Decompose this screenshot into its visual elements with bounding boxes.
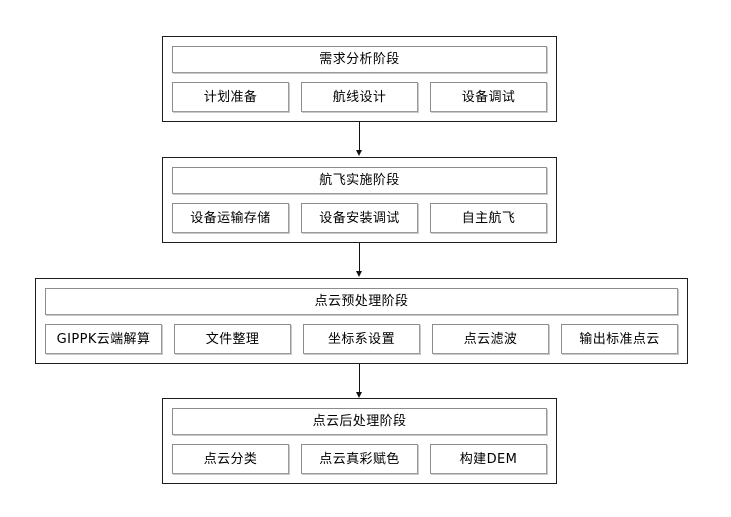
stage-item-label: 构建DEM [459, 451, 518, 467]
connector-stage3-stage4 [354, 364, 366, 398]
stage-item-file-organization[interactable]: 文件整理 [174, 324, 291, 354]
stage-item-coordinate-system-setup[interactable]: 坐标系设置 [303, 324, 420, 354]
stage-container-flight-execution[interactable]: 航飞实施阶段 设备运输存储 设备安装调试 自主航飞 [162, 157, 557, 243]
stage-item-label: 设备运输存储 [190, 210, 271, 226]
connector-stage2-stage3 [354, 243, 366, 277]
stage-header-label: 点云预处理阶段 [314, 294, 409, 309]
stage-item-route-design[interactable]: 航线设计 [301, 82, 418, 112]
stage-item-pointcloud-filtering[interactable]: 点云滤波 [432, 324, 549, 354]
stage-item-equipment-transport-storage[interactable]: 设备运输存储 [172, 203, 289, 233]
stage-header-label: 点云后处理阶段 [312, 414, 407, 429]
connector-arrowhead-icon [356, 392, 362, 398]
stage-item-label: 点云滤波 [463, 331, 518, 347]
stage-item-equipment-debugging[interactable]: 设备调试 [430, 82, 547, 112]
stage-item-label: 点云分类 [203, 451, 258, 467]
stage-item-label: 设备安装调试 [319, 210, 400, 226]
stage-header-flight-execution[interactable]: 航飞实施阶段 [172, 167, 547, 194]
connector-shaft [359, 243, 360, 271]
stage-item-row-pointcloud-postprocessing: 点云分类 点云真彩赋色 构建DEM [172, 444, 547, 474]
stage-item-output-standard-pointcloud[interactable]: 输出标准点云 [561, 324, 678, 354]
stage-item-label: GIPPK云端解算 [56, 331, 151, 347]
connector-shaft [359, 364, 360, 392]
connector-arrowhead-icon [356, 150, 362, 156]
stage-header-label: 需求分析阶段 [319, 52, 400, 67]
stage-item-label: 自主航飞 [461, 210, 516, 226]
stage-header-requirements[interactable]: 需求分析阶段 [172, 46, 547, 73]
stage-item-row-requirements: 计划准备 航线设计 设备调试 [172, 82, 547, 112]
stage-item-label: 点云真彩赋色 [319, 451, 400, 467]
stage-header-pointcloud-postprocessing[interactable]: 点云后处理阶段 [172, 408, 547, 435]
stage-header-label: 航飞实施阶段 [319, 173, 400, 188]
stage-item-label: 航线设计 [332, 89, 387, 105]
stage-item-build-dem[interactable]: 构建DEM [430, 444, 547, 474]
stage-item-pointcloud-classification[interactable]: 点云分类 [172, 444, 289, 474]
stage-item-pointcloud-true-color[interactable]: 点云真彩赋色 [301, 444, 418, 474]
stage-item-label: 计划准备 [203, 89, 258, 105]
connector-arrowhead-icon [356, 271, 362, 277]
stage-container-pointcloud-preprocessing[interactable]: 点云预处理阶段 GIPPK云端解算 文件整理 坐标系设置 点云滤波 输出标准点云 [35, 278, 688, 364]
stage-item-plan-preparation[interactable]: 计划准备 [172, 82, 289, 112]
stage-item-label: 输出标准点云 [579, 331, 660, 347]
stage-item-gippk-cloud-solution[interactable]: GIPPK云端解算 [45, 324, 162, 354]
stage-container-requirements[interactable]: 需求分析阶段 计划准备 航线设计 设备调试 [162, 36, 557, 122]
stage-item-label: 设备调试 [461, 89, 516, 105]
stage-item-row-pointcloud-preprocessing: GIPPK云端解算 文件整理 坐标系设置 点云滤波 输出标准点云 [45, 324, 678, 354]
stage-item-autonomous-flight[interactable]: 自主航飞 [430, 203, 547, 233]
stage-item-row-flight-execution: 设备运输存储 设备安装调试 自主航飞 [172, 203, 547, 233]
connector-shaft [359, 122, 360, 150]
stage-item-label: 坐标系设置 [327, 331, 395, 347]
stage-item-equipment-install-debug[interactable]: 设备安装调试 [301, 203, 418, 233]
stage-header-pointcloud-preprocessing[interactable]: 点云预处理阶段 [45, 288, 678, 315]
stage-container-pointcloud-postprocessing[interactable]: 点云后处理阶段 点云分类 点云真彩赋色 构建DEM [162, 398, 557, 484]
connector-stage1-stage2 [354, 122, 366, 156]
stage-item-label: 文件整理 [205, 331, 260, 347]
